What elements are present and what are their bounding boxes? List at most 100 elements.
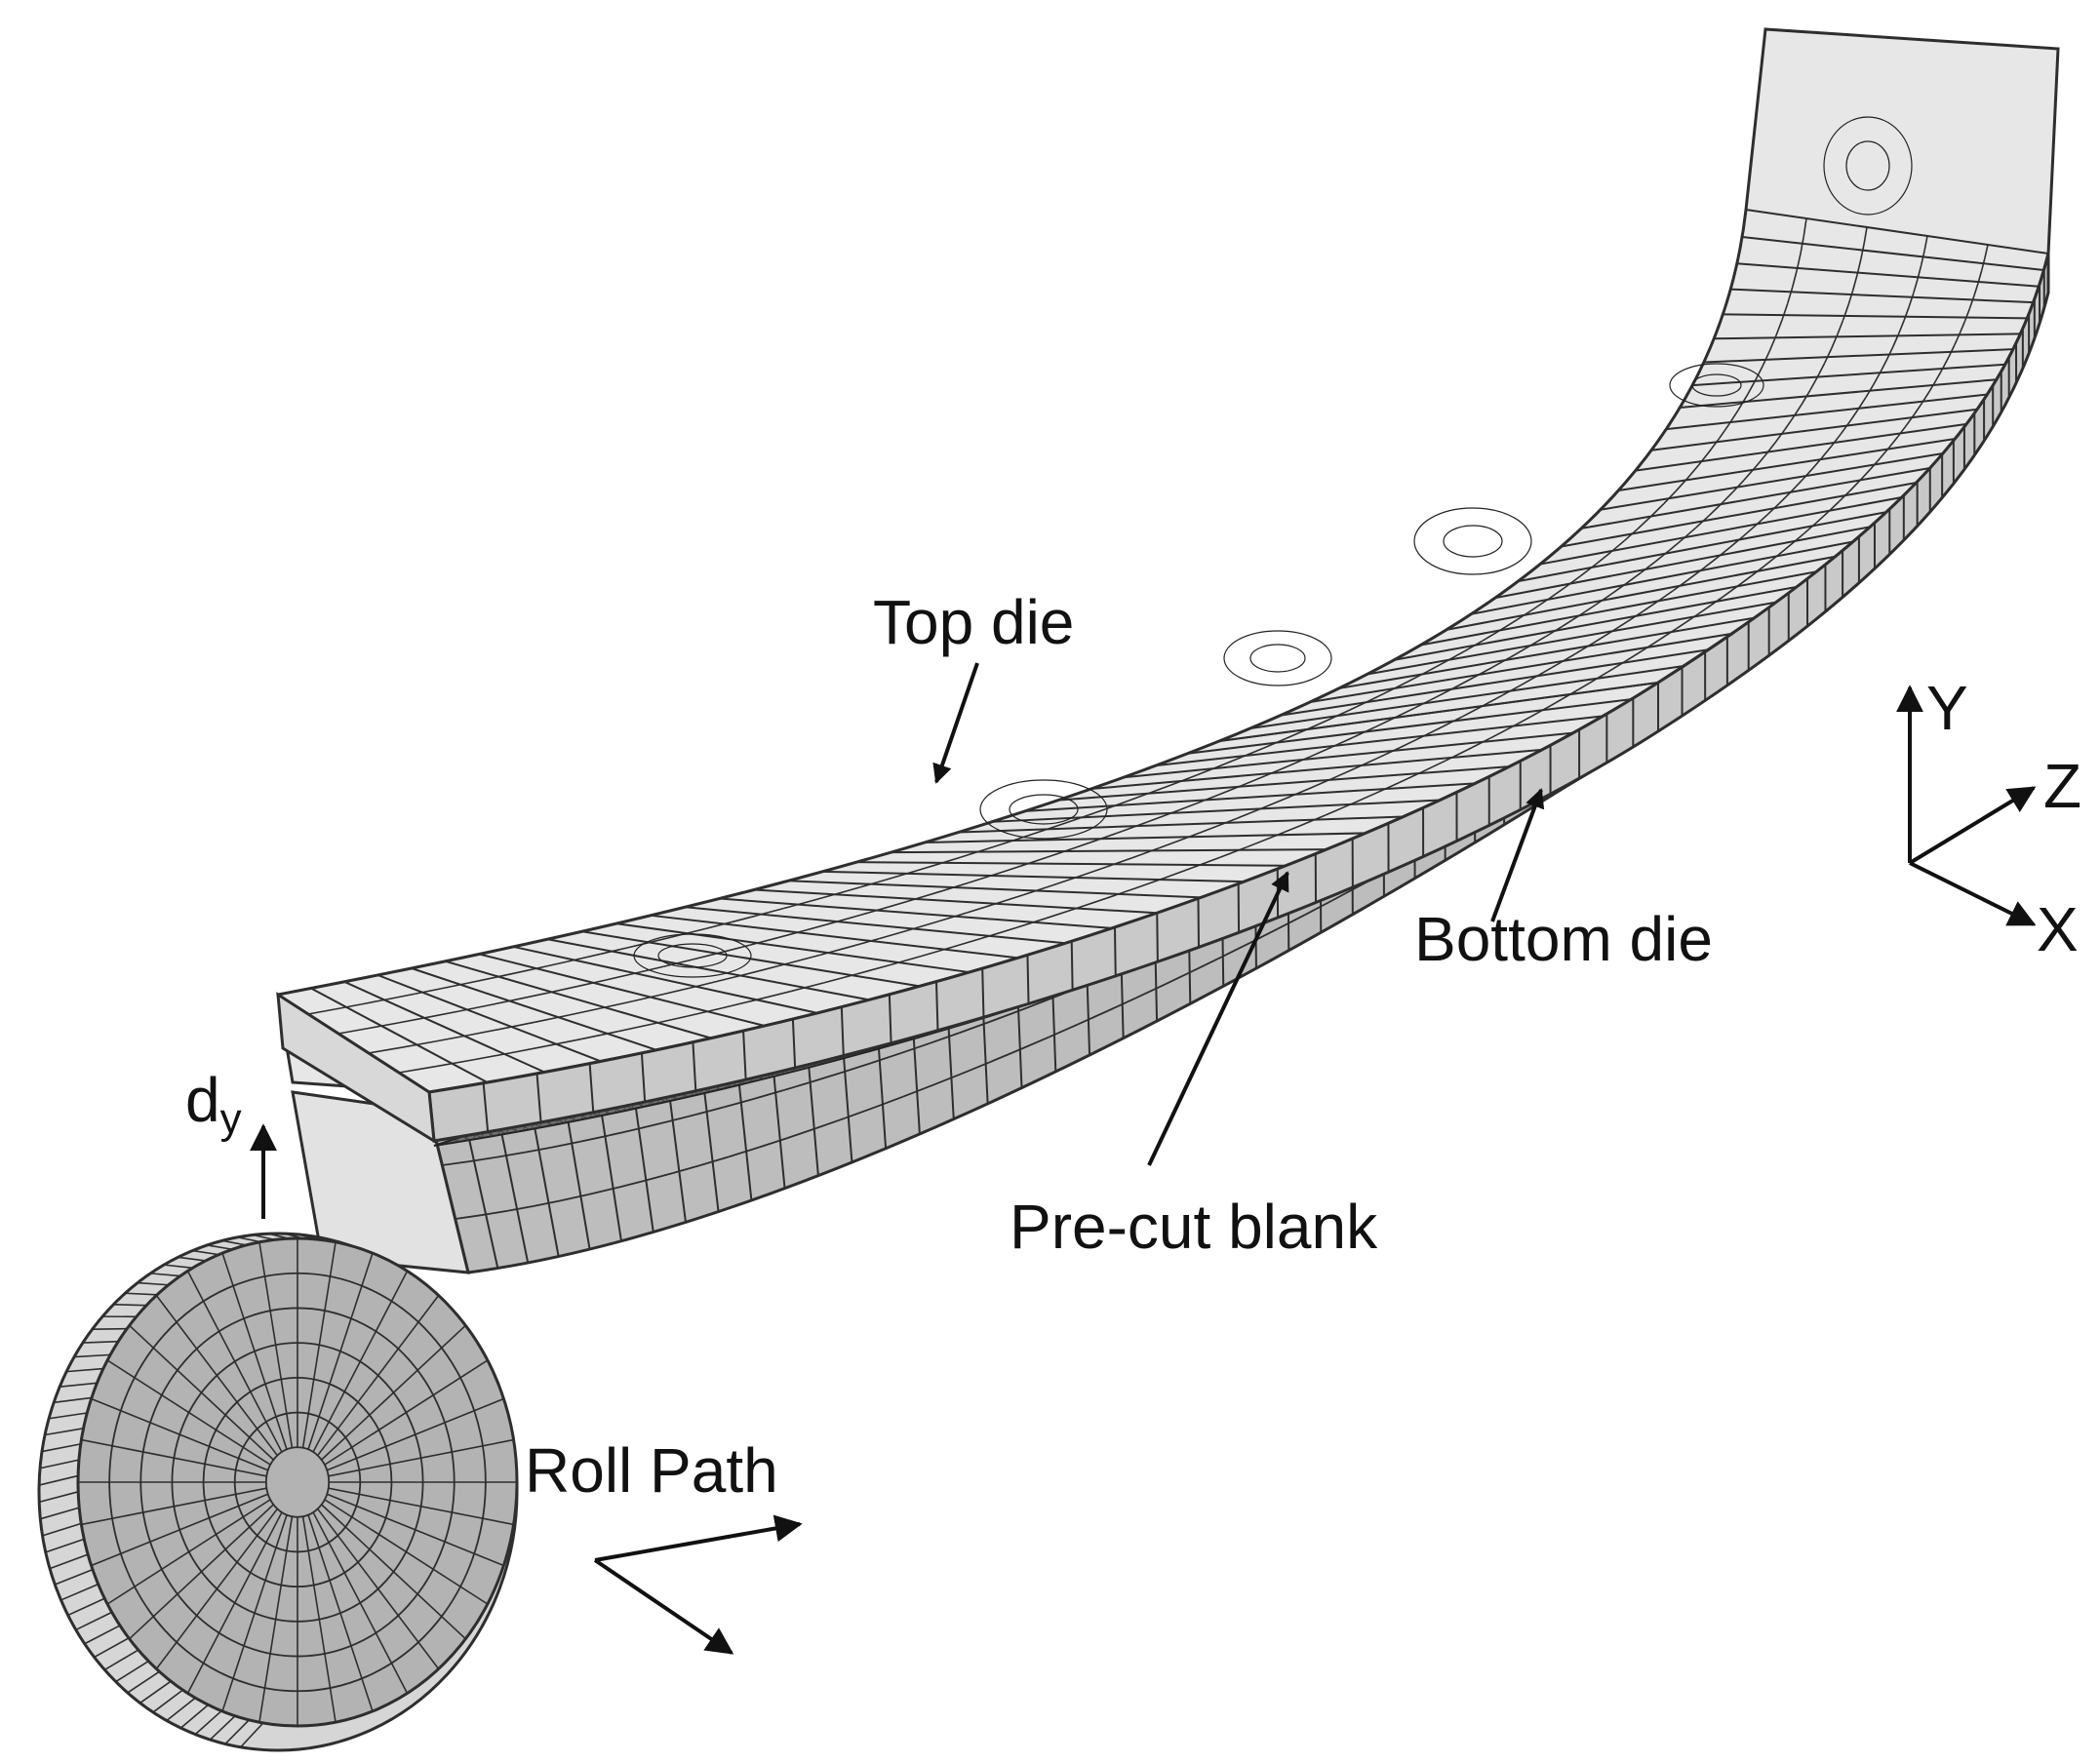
mesh-line [44, 1428, 84, 1436]
mesh-line [727, 970, 759, 980]
mesh-line [1691, 607, 1709, 619]
mesh-line [468, 1156, 497, 1163]
mesh-line [442, 1160, 470, 1166]
mesh-line [307, 1252, 374, 1451]
top-die-mesh [277, 209, 2049, 1142]
mesh-line [968, 873, 996, 884]
mesh-line [1897, 424, 1908, 438]
mesh-line [1197, 764, 1220, 776]
mesh-line [1913, 279, 1919, 294]
mesh-line [692, 1041, 697, 1091]
mesh-line [1017, 999, 1049, 1012]
mesh-line [849, 937, 881, 948]
mesh-line [1728, 410, 1739, 425]
mesh-line [207, 1244, 233, 1251]
mesh-line [1891, 333, 1900, 348]
mesh-line [361, 998, 389, 1005]
mesh-line [1849, 479, 1861, 491]
mesh-line [1659, 628, 1677, 641]
mesh-line [1624, 649, 1644, 662]
mesh-line [1510, 646, 1529, 658]
mesh-line [1163, 867, 1193, 880]
mesh-line [1482, 629, 1501, 642]
mesh-line [1730, 288, 2034, 304]
mesh-line [1422, 760, 1446, 773]
mesh-line [253, 1234, 275, 1241]
mesh-line [436, 1059, 474, 1068]
mesh-line [822, 870, 1245, 883]
mesh-line [1482, 694, 1503, 707]
mesh-line [495, 1152, 525, 1158]
mesh-line [1581, 467, 1930, 529]
mesh-line [1434, 686, 1455, 699]
mesh-line [1948, 344, 1956, 358]
mesh-line [54, 1396, 93, 1404]
mesh-line [106, 1498, 272, 1605]
mesh-line [1090, 748, 1542, 791]
mesh-line [445, 960, 712, 1039]
mesh-line [343, 980, 545, 1074]
mesh-line [1015, 917, 1048, 929]
mesh-line [1155, 715, 1604, 767]
mesh-line [1669, 538, 1684, 552]
mesh-line [398, 1016, 429, 1024]
pre-cut-blank-leader [1147, 871, 1289, 1166]
mesh-line [1236, 807, 1261, 820]
mesh-line [1917, 264, 1922, 280]
mesh-line [1249, 665, 1684, 729]
mesh-line [665, 1114, 695, 1123]
mesh-line [258, 1515, 294, 1723]
mesh-line [1545, 625, 1564, 638]
mesh-line [1159, 837, 1186, 849]
mesh-line [899, 1041, 931, 1055]
mesh-line [1731, 479, 1745, 493]
mesh-line [179, 1704, 209, 1729]
mesh-line [299, 1234, 318, 1240]
mesh-line [1837, 319, 1844, 335]
mesh-line [687, 1006, 723, 1017]
mesh-line [1623, 528, 1639, 542]
mesh-line [752, 1089, 783, 1100]
mesh-line [1606, 660, 1626, 674]
bottom-die-label: Bottom die [1414, 904, 1713, 974]
mesh-line [1367, 601, 1777, 676]
mesh-line [1046, 907, 1077, 920]
mesh-line [606, 972, 636, 981]
mesh-line [307, 1008, 336, 1015]
mesh-line [1135, 983, 1166, 999]
mesh-line [268, 1233, 290, 1239]
mesh-line [1398, 770, 1423, 784]
mesh-line [1518, 511, 1887, 583]
mesh-line [790, 982, 824, 993]
mesh-line [600, 947, 628, 956]
mesh-line [1558, 652, 1577, 665]
mesh-line [1565, 574, 1582, 588]
mesh-line [1194, 794, 1219, 805]
mesh-line [910, 864, 936, 874]
mesh-line [640, 1052, 647, 1103]
dy-sub: y [220, 1095, 242, 1143]
mesh-line [1984, 244, 1989, 258]
mesh-line [1848, 410, 1859, 423]
mesh-line [1766, 502, 1780, 516]
mesh-line [1467, 737, 1490, 751]
mesh-line [192, 1249, 219, 1256]
coordinate-axes: Y Z X [1896, 673, 2081, 964]
mesh-line [1146, 812, 1172, 823]
mesh-line [66, 1367, 103, 1373]
mesh-line [1348, 700, 1369, 712]
mesh-line [1879, 447, 1890, 459]
mesh-line [819, 946, 851, 957]
mesh-line [757, 1137, 788, 1149]
mesh-line [663, 959, 693, 967]
mesh-line [1407, 670, 1428, 683]
mesh-line [1707, 596, 1724, 608]
mesh-line [1856, 258, 1862, 276]
mesh-line [937, 912, 968, 922]
mesh-line [1442, 716, 1463, 728]
mesh-line [1445, 749, 1469, 762]
mesh-line [1263, 737, 1287, 749]
mesh-line [1106, 997, 1136, 1012]
mesh-line [1923, 235, 1928, 252]
mesh-line [1051, 875, 1080, 886]
